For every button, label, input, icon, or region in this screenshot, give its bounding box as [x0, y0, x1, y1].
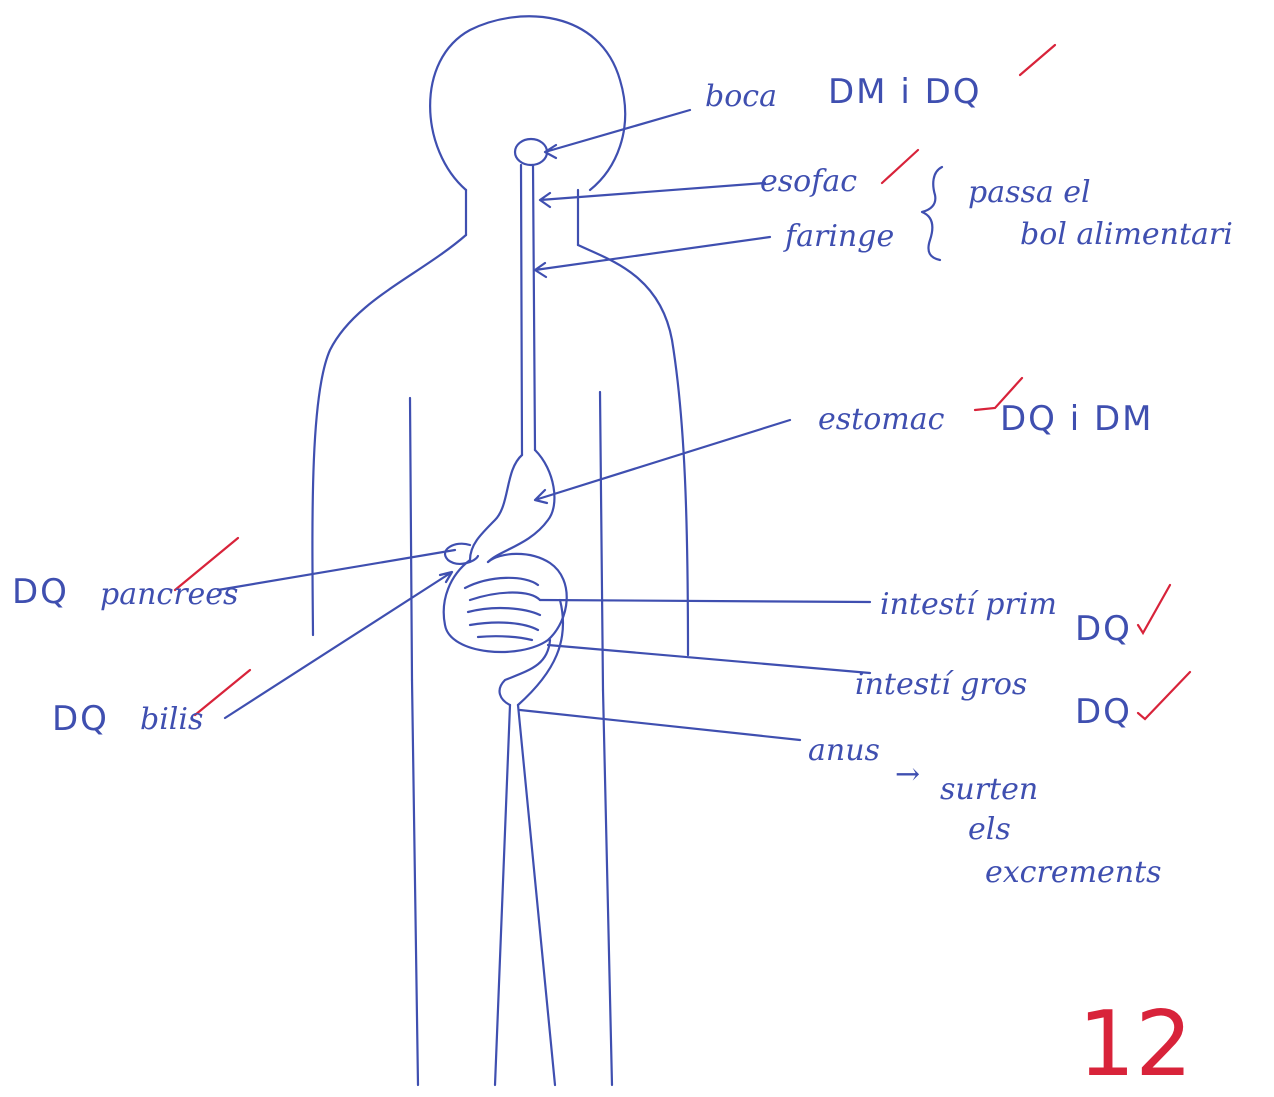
stomach: [470, 450, 554, 562]
label-bilis: bilis: [140, 705, 203, 735]
label-esofag: esofac: [760, 167, 857, 197]
torso-left: [410, 398, 412, 680]
label-anus: anus: [808, 736, 880, 766]
note-brace-1: passa el: [968, 178, 1091, 208]
label-pancrees-dq: DQ: [12, 575, 69, 609]
tick-intesti-gros: [1138, 672, 1190, 719]
pointer-faringe: [535, 237, 770, 277]
pointer-esofag: [540, 183, 765, 207]
note-brace-2: bol alimentari: [1020, 220, 1233, 250]
label-faringe: faringe: [785, 222, 894, 252]
brace: [922, 167, 942, 260]
tick-boca: [1020, 45, 1055, 75]
esophagus: [521, 165, 535, 455]
leg-right-outer: [603, 690, 612, 1085]
pointer-anus: [520, 710, 800, 740]
small-intestine: [444, 554, 567, 652]
note-anus-3: excrements: [985, 858, 1162, 888]
label-pancrees: pancrees: [100, 580, 238, 610]
tick-intesti-prim: [1138, 585, 1170, 633]
label-intesti-gros: intestí gros: [855, 670, 1027, 700]
pointer-estomac: [535, 420, 790, 503]
leg-inner-left: [495, 705, 510, 1085]
grade-mark: 12: [1078, 1000, 1193, 1090]
pointer-pancrees: [218, 550, 455, 590]
pointer-bilis: [225, 572, 452, 718]
label-intesti-prim: intestí prim: [880, 590, 1057, 620]
leg-left-outer: [412, 680, 418, 1085]
mouth-icon: [515, 139, 547, 165]
tick-esofag: [882, 150, 918, 183]
note-anus-2: els: [968, 815, 1011, 845]
right-arm-outline: [578, 245, 688, 655]
note-anus-1: surten: [940, 775, 1038, 805]
arrow-anus: →: [895, 760, 920, 790]
label-bilis-dq: DQ: [52, 702, 109, 736]
pointer-intesti-prim: [540, 600, 870, 602]
note-estomac: DQ i DM: [1000, 402, 1154, 436]
label-intesti-prim-dq: DQ: [1075, 612, 1132, 646]
pointer-intesti-gros: [548, 645, 870, 673]
label-intesti-gros-dq: DQ: [1075, 695, 1132, 729]
torso-right: [600, 392, 603, 690]
note-boca: DM i DQ: [828, 75, 982, 109]
leg-inner-right: [518, 705, 555, 1085]
label-estomac: estomac: [818, 405, 944, 435]
label-boca: boca: [705, 82, 777, 112]
